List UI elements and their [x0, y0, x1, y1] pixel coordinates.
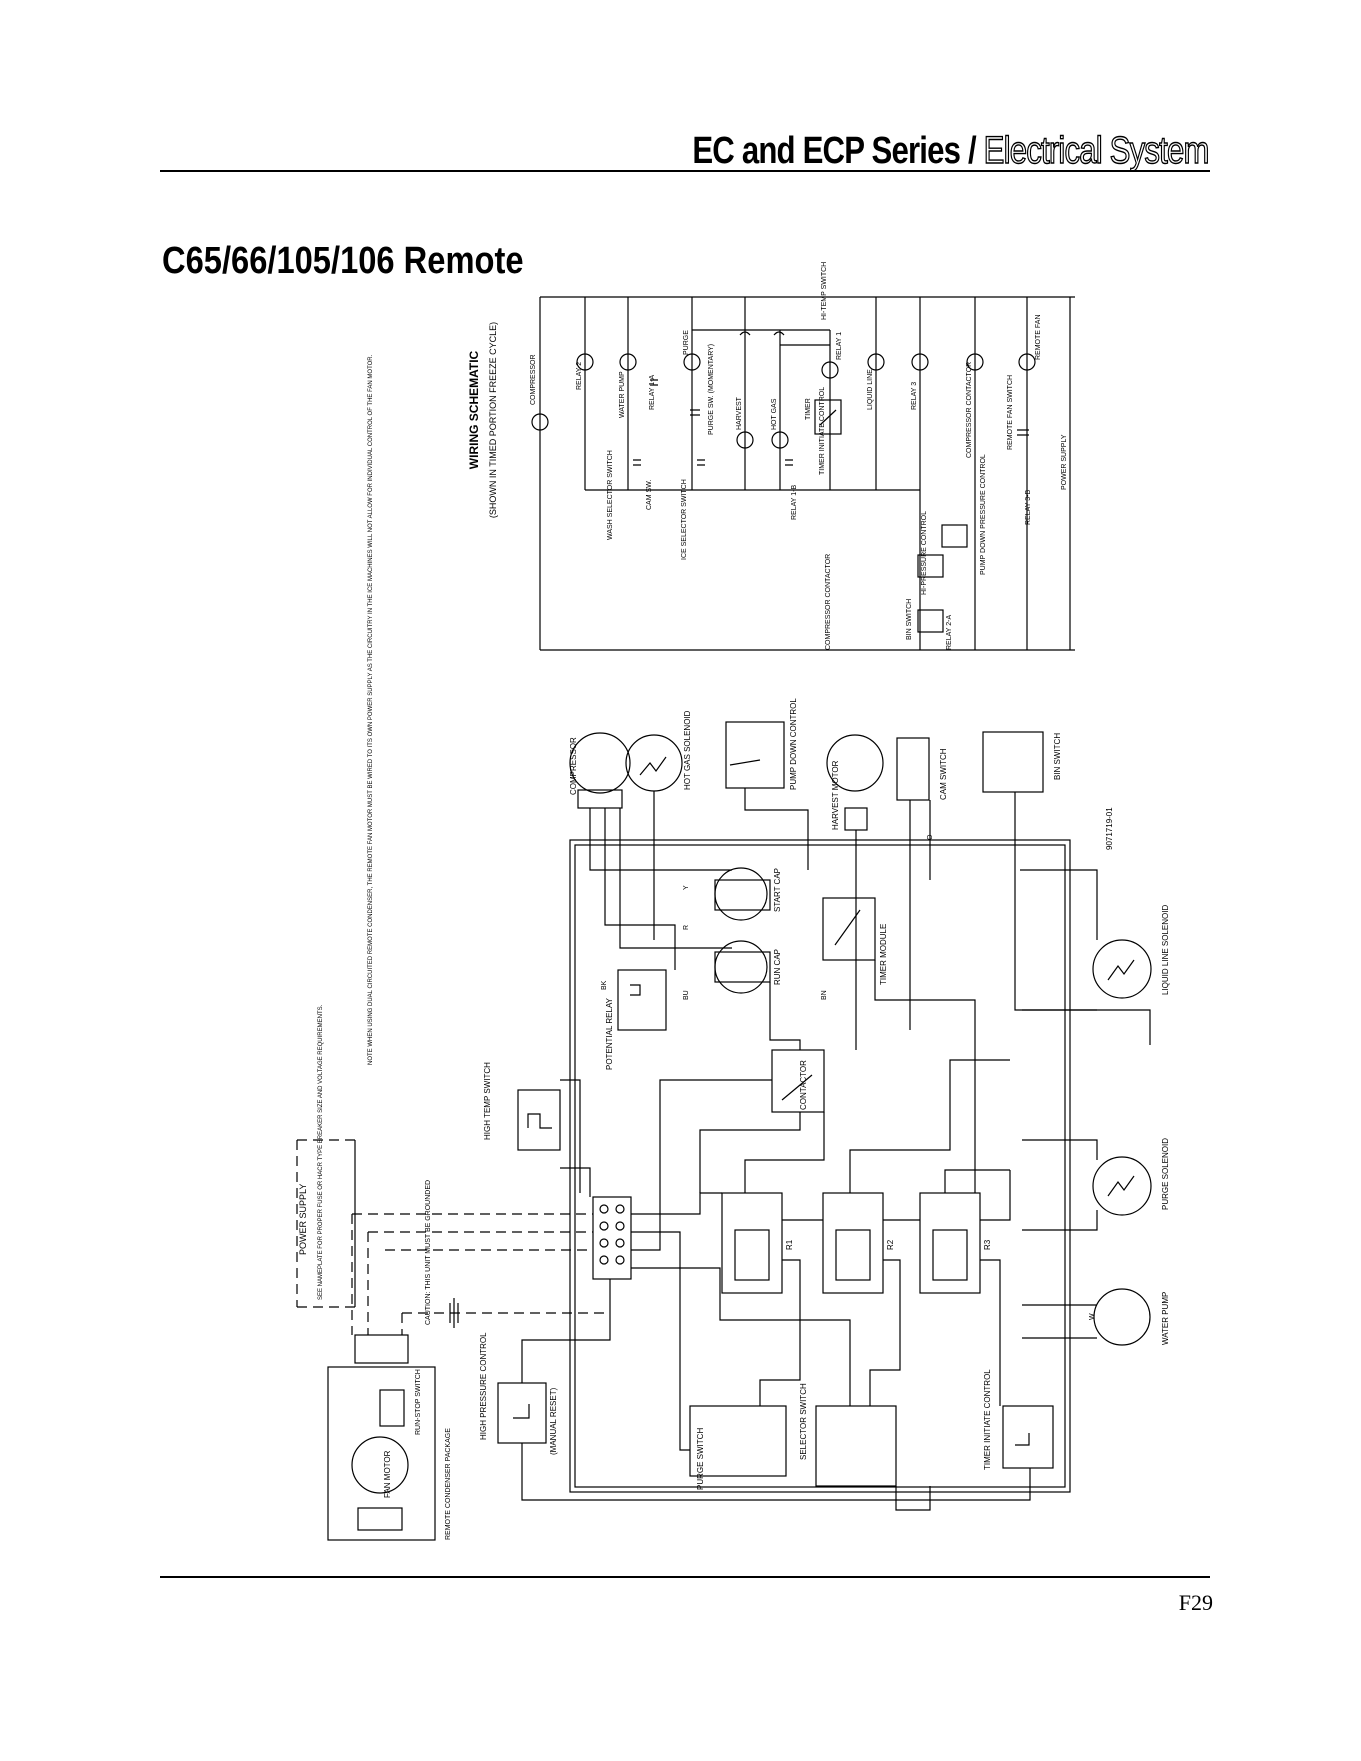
relay-r3: [919, 1192, 981, 1294]
lbl-purge-solenoid: PURGE SOLENOID: [1161, 1138, 1170, 1210]
sch-water-pump: WATER PUMP: [619, 371, 626, 418]
lbl-bin-switch: BIN SWITCH: [1053, 733, 1062, 780]
sch-wash-selector: WASH SELECTOR SWITCH: [607, 450, 614, 540]
lbl-timer-initiate-control: TIMER INITIATE CONTROL: [983, 1369, 992, 1470]
lbl-r1: R1: [785, 1239, 794, 1250]
lbl-harvest-motor: HARVEST MOTOR: [831, 760, 840, 830]
wire-color-bk: BK: [601, 980, 608, 990]
header-section: Electrical System: [983, 129, 1210, 172]
sch-cam-sw: CAM SW.: [646, 480, 653, 510]
sch-relay-3b: RELAY 3-B: [1025, 490, 1032, 525]
wire-color-o: O: [927, 834, 934, 840]
lbl-part-number: 9071719-01: [1105, 807, 1114, 850]
lbl-run-cap: RUN CAP: [773, 949, 782, 985]
sch-relay2: RELAY 2: [576, 362, 583, 390]
sch-purge-sw: PURGE SW. (MOMENTARY): [708, 344, 715, 435]
sch-relay1: RELAY 1: [836, 332, 843, 360]
wire-color-w: W: [1089, 1313, 1096, 1320]
lbl-selector-switch: SELECTOR SWITCH: [799, 1383, 808, 1460]
lbl-timer-module: TIMER MODULE: [879, 924, 888, 985]
lbl-nameplate-note: SEE NAMEPLATE FOR PROPER FUSE OR HACR TY…: [318, 1004, 324, 1300]
lbl-compressor: COMPRESSOR: [569, 737, 578, 795]
sch-relay-1b: RELAY 1-B: [791, 485, 798, 520]
lbl-potential-relay: POTENTIAL RELAY: [605, 997, 614, 1070]
sch-compressor: COMPRESSOR: [530, 354, 537, 405]
lbl-liquid-line-solenoid: LIQUID LINE SOLENOID: [1161, 905, 1170, 995]
sch-relay-1a: RELAY 1-A: [649, 375, 656, 410]
sch-timer: TIMER: [805, 398, 812, 420]
lbl-run-stop-switch: RUN-STOP SWITCH: [415, 1369, 422, 1435]
lbl-manual-reset: (MANUAL RESET): [549, 1387, 558, 1455]
header-series: EC and ECP Series /: [692, 130, 977, 172]
sch-comp-contactor: COMPRESSOR CONTACTOR: [825, 554, 832, 650]
sch-compressor-contactor: COMPRESSOR CONTACTOR: [966, 362, 973, 458]
sch-hi-temp: HI-TEMP SWITCH: [821, 262, 828, 320]
relay-r1: [721, 1192, 783, 1294]
wiring-diagram: [296, 721, 1152, 1541]
lbl-r2: R2: [886, 1239, 895, 1250]
relay-r2: [822, 1192, 884, 1294]
lbl-high-temp-switch: HIGH TEMP SWITCH: [483, 1062, 492, 1140]
header-rule: [160, 170, 1210, 172]
lbl-hot-gas-solenoid: HOT GAS SOLENOID: [683, 710, 692, 790]
sch-liquid-line: LIQUID LINE: [867, 369, 874, 410]
compressor-motor-symbol: [531, 413, 549, 431]
sch-timer-initiate: TIMER INITIATE CONTROL: [819, 387, 826, 475]
lbl-note: NOTE WHEN USING DUAL CIRCUITED REMOTE CO…: [368, 354, 374, 1065]
lbl-start-cap: START CAP: [773, 868, 782, 912]
schematic-subtitle: (SHOWN IN TIMED PORTION FREEZE CYCLE): [488, 322, 498, 518]
compressor-symbol: [569, 732, 631, 794]
lbl-purge-switch: PURGE SWITCH: [696, 1428, 705, 1490]
footer-rule: [160, 1576, 1210, 1578]
lbl-caution: CAUTION: THIS UNIT MUST BE GROUNDED: [425, 1180, 432, 1325]
sch-harvest: HARVEST: [736, 396, 743, 430]
sch-remote-fan: REMOTE FAN: [1035, 314, 1042, 360]
sch-power-supply: POWER SUPPLY: [1061, 434, 1068, 490]
sch-hi-pressure: HI-PRESSURE CONTROL: [921, 511, 928, 595]
sch-hot-gas: HOT GAS: [771, 398, 778, 430]
lbl-power-supply: POWER SUPPLY: [298, 1184, 308, 1255]
wire-color-bu: BU: [683, 990, 690, 1000]
lbl-r3: R3: [983, 1239, 992, 1250]
page-header: EC and ECP Series / Electrical System: [692, 129, 1211, 173]
wiring-schematic: [531, 296, 1075, 651]
wire-color-r: R: [683, 925, 690, 930]
lbl-fan-motor: FAN MOTOR: [383, 1450, 392, 1498]
sch-bin-switch: BIN SWITCH: [906, 599, 913, 640]
page-title: C65/66/105/106 Remote: [162, 240, 524, 282]
wire-color-y: Y: [683, 885, 690, 890]
sch-remote-fan-switch: REMOTE FAN SWITCH: [1007, 375, 1014, 450]
sch-ice-selector: ICE SELECTOR SWITCH: [681, 479, 688, 560]
lbl-water-pump: WATER PUMP: [1161, 1292, 1170, 1345]
wire-color-bn: BN: [821, 990, 828, 1000]
page-number: F29: [1178, 1590, 1213, 1615]
sch-purge: PURGE: [683, 330, 690, 355]
lbl-high-pressure-control: HIGH PRESSURE CONTROL: [479, 1332, 488, 1440]
lbl-cam-switch: CAM SWITCH: [939, 748, 948, 800]
sch-pump-down: PUMP DOWN PRESSURE CONTROL: [980, 454, 987, 575]
sch-relay3: RELAY 3: [911, 382, 918, 410]
lbl-remote-condenser: REMOTE CONDENSER PACKAGE: [445, 1428, 452, 1540]
lbl-pump-down-control: PUMP DOWN CONTROL: [789, 698, 798, 790]
lbl-contactor: CONTACTOR: [799, 1060, 808, 1110]
sch-relay-2a: RELAY 2-A: [946, 615, 953, 650]
schematic-title: WIRING SCHEMATIC: [467, 350, 481, 469]
